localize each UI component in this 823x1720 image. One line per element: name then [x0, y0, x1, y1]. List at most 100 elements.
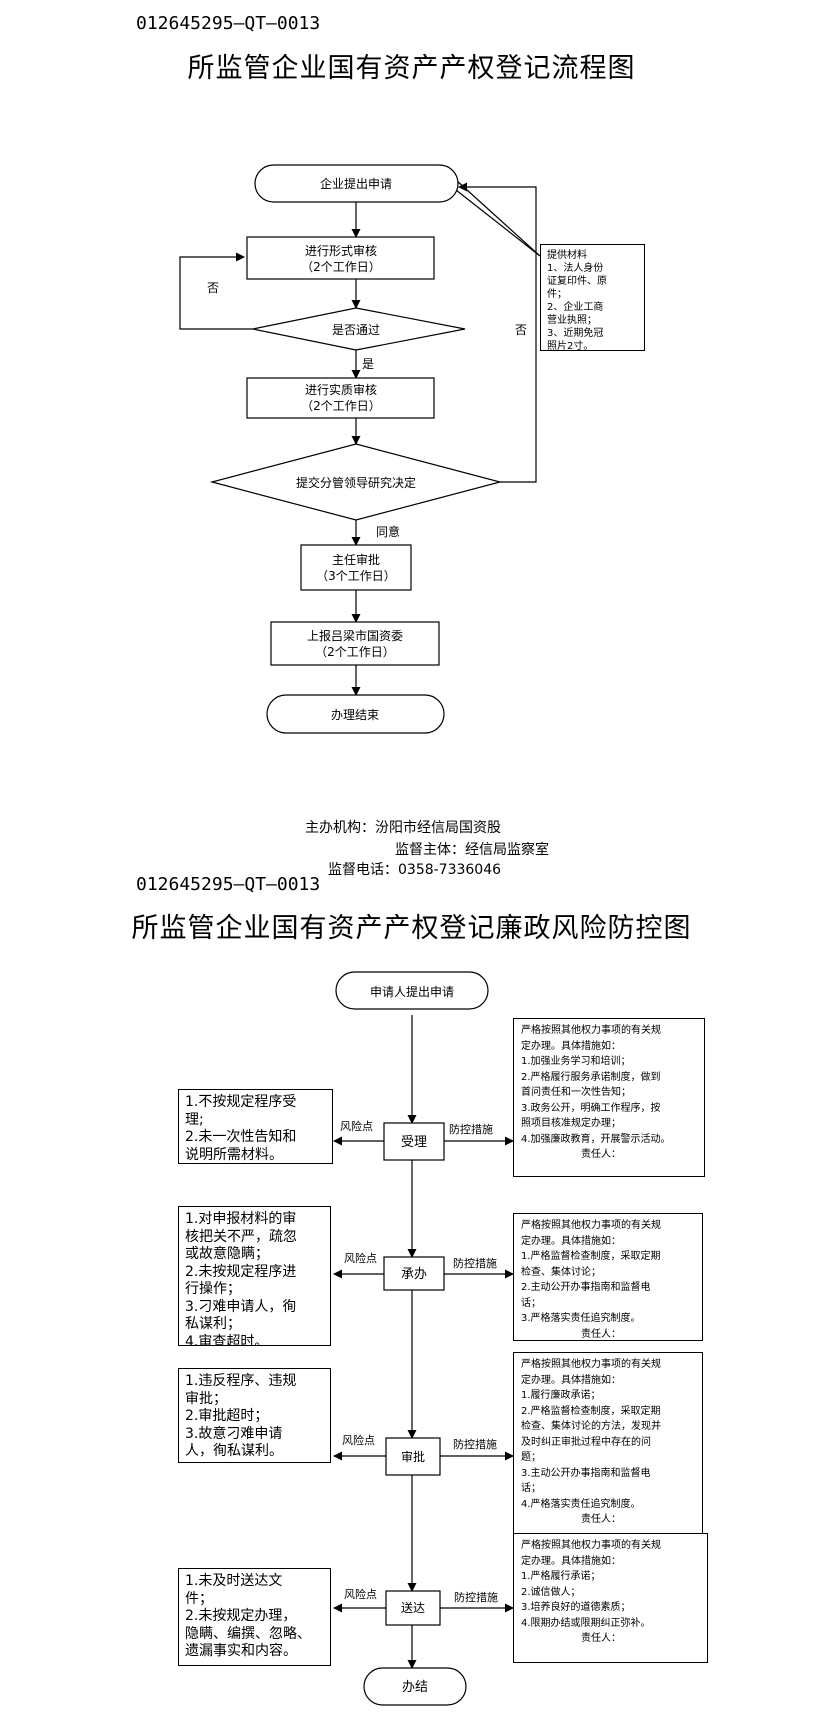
measure-line: 严格按照其他权力事项的有关规 — [521, 1220, 661, 1231]
doc1-code: 012645295—QT—0013 — [136, 13, 321, 34]
risk-line: 行操作； — [185, 1281, 241, 1297]
risk-line: 1.未及时送达文 — [185, 1573, 283, 1589]
control-label-review: 防控措施 — [453, 1437, 497, 1451]
risk-box-accept: 1.不按规定程序受 理; 2.未一次性告知和 说明所需材料。 — [178, 1089, 333, 1164]
risk-box-deliver: 1.未及时送达文 件； 2.未按规定办理， 隐瞒、编撰、忽略、 遗漏事实和内容。 — [178, 1568, 331, 1666]
node-form-review-line2: （2个工作日） — [301, 260, 381, 274]
measure-line: 定办理。具体措施如： — [521, 1555, 621, 1567]
measure-line: 题； — [521, 1452, 541, 1463]
risk-line: 2.审批超时； — [185, 1408, 269, 1424]
node-substantive-line1: 进行实质审核 — [305, 382, 377, 397]
risk-line: 2.未按规定程序进 — [185, 1263, 297, 1280]
measures-box-review: 严格按照其他权力事项的有关规 定办理。具体措施如： 1.履行廉政承诺； 2.严格… — [513, 1352, 703, 1534]
risk-label-deliver: 风险点 — [344, 1587, 377, 1601]
node2-review-label: 审批 — [401, 1449, 425, 1464]
measure-line: 定办理。具体措施如： — [521, 1374, 621, 1386]
responsible-label: 责任人： — [581, 1514, 621, 1525]
node2-deliver — [385, 1590, 441, 1626]
measure-line: 2.诚信做人； — [521, 1586, 581, 1598]
measures-box-handle: 严格按照其他权力事项的有关规 定办理。具体措施如： 1.严格监督检查制度，采取定… — [513, 1213, 703, 1341]
node-end — [266, 694, 445, 734]
measure-line: 4.加强廉政教育，开展警示活动。 — [521, 1133, 671, 1145]
responsible-label: 责任人： — [581, 1633, 621, 1644]
node-leader-decision — [209, 443, 503, 521]
node-end-label: 办理结束 — [331, 707, 379, 722]
doc1-title: 所监管企业国有资产产权登记流程图 — [187, 53, 636, 84]
risk-line: 私谋利； — [185, 1316, 241, 1332]
risk-line: 件； — [185, 1590, 213, 1607]
doc2-title: 所监管企业国有资产产权登记廉政风险防控图 — [131, 913, 692, 944]
measure-line: 3.主动公开办事指南和监督电 — [521, 1467, 651, 1479]
measure-line: 检查、集体讨论； — [521, 1266, 601, 1278]
measure-line: 3.政务公开，明确工作程序，按 — [521, 1102, 661, 1114]
node-form-review — [246, 236, 435, 280]
measures-box-deliver: 严格按照其他权力事项的有关规 定办理。具体措施如： 1.严格履行承诺； 2.诚信… — [513, 1533, 708, 1663]
edge-label-agree: 同意 — [376, 524, 400, 539]
node2-handle — [383, 1256, 445, 1291]
risk-line: 3.刁难申请人，徇 — [185, 1298, 297, 1315]
node2-accept-label: 受理 — [401, 1135, 427, 1150]
risk-box-handle: 1.对申报材料的审 核把关不严，疏忽 或故意隐瞒； 2.未按规定程序进 行操作；… — [178, 1206, 331, 1346]
footer-supervisor: 监督主体：经信局监察室 — [395, 842, 549, 858]
risk-line: 隐瞒、编撰、忽略、 — [185, 1625, 311, 1642]
node-report-line1: 上报吕梁市国资委 — [307, 628, 403, 643]
materials-line: 提供材料 — [547, 250, 587, 261]
risk-line: 1.对申报材料的审 — [185, 1211, 297, 1227]
control-label-accept: 防控措施 — [449, 1122, 493, 1136]
risk-line: 3.故意刁难申请 — [185, 1425, 283, 1442]
measure-line: 2.主动公开办事指南和监督电 — [521, 1282, 651, 1293]
risk-line: 2.未一次性告知和 — [185, 1129, 297, 1145]
node-form-review-line1: 进行形式审核 — [305, 243, 377, 258]
node2-handle-label: 承办 — [401, 1267, 427, 1282]
risk-line: 遗漏事实和内容。 — [185, 1643, 297, 1659]
measure-line: 1.严格履行承诺； — [521, 1571, 601, 1582]
node-passed — [252, 307, 466, 351]
risk-line: 核把关不严，疏忽 — [185, 1228, 297, 1245]
responsible-label: 责任人： — [581, 1149, 621, 1160]
risk-line: 2.未按规定办理， — [185, 1608, 297, 1624]
measure-line: 2.严格履行服务承诺制度，做到 — [521, 1071, 661, 1083]
node2-start-label: 申请人提出申请 — [370, 984, 454, 999]
node-director-line1: 主任审批 — [332, 552, 380, 567]
measure-line: 及时纠正审批过程中存在的问 — [521, 1436, 651, 1448]
measure-line: 严格按照其他权力事项的有关规 — [521, 1025, 661, 1036]
risk-line: 说明所需材料。 — [185, 1146, 283, 1163]
measure-line: 话； — [521, 1297, 541, 1309]
measure-line: 3.培养良好的道德素质； — [521, 1602, 631, 1613]
node2-start — [335, 971, 489, 1010]
node-report — [270, 621, 440, 666]
node-start-label: 企业提出申请 — [320, 176, 392, 191]
materials-line: 2、企业工商 — [547, 302, 604, 313]
materials-line: 件； — [547, 289, 567, 300]
node-passed-label: 是否通过 — [332, 323, 380, 337]
risk-line: 审批； — [185, 1390, 227, 1407]
materials-callout-line-1 — [455, 179, 541, 257]
node-leader-decision-label: 提交分管领导研究决定 — [296, 475, 416, 490]
measure-line: 定办理。具体措施如： — [521, 1040, 621, 1052]
measure-line: 1.严格监督检查制度，采取定期 — [521, 1251, 661, 1262]
measure-line: 1.履行廉政承诺； — [521, 1390, 601, 1401]
edge-passed-no — [179, 252, 253, 330]
edge-label-yes: 是 — [362, 357, 374, 371]
measure-line: 严格按照其他权力事项的有关规 — [521, 1359, 661, 1370]
risk-box-review: 1.违反程序、违规 审批； 2.审批超时； 3.故意刁难申请 人，徇私谋利。 — [178, 1368, 331, 1463]
node-substantive-review — [246, 377, 435, 419]
node-director-line2: （3个工作日） — [316, 569, 396, 583]
responsible-label: 责任人： — [581, 1328, 621, 1340]
footer-phone: 监督电话：0358-7336046 — [328, 862, 502, 878]
risk-label-accept: 风险点 — [340, 1119, 373, 1133]
node-director-approval — [300, 544, 412, 591]
materials-line: 营业执照； — [547, 315, 597, 326]
node2-deliver-label: 送达 — [401, 1600, 425, 1615]
edge-leader-no — [458, 182, 537, 483]
measure-line: 1.加强业务学习和培训； — [521, 1056, 631, 1067]
measures-box-accept: 严格按照其他权力事项的有关规 定办理。具体措施如： 1.加强业务学习和培训； 2… — [513, 1018, 705, 1177]
materials-line: 照片2寸。 — [547, 341, 594, 351]
measure-line: 照项目核准规定办理； — [521, 1118, 621, 1129]
measure-line: 话； — [521, 1483, 541, 1494]
node2-review — [385, 1437, 441, 1476]
edge-label-no-right: 否 — [515, 323, 527, 337]
measure-line: 首问责任和一次性告知； — [521, 1087, 631, 1098]
measure-line: 3.严格落实责任追究制度。 — [521, 1313, 641, 1324]
materials-note: 提供材料 1、法人身份 证复印件、原 件； 2、企业工商 营业执照； 3、近期免… — [540, 244, 645, 351]
